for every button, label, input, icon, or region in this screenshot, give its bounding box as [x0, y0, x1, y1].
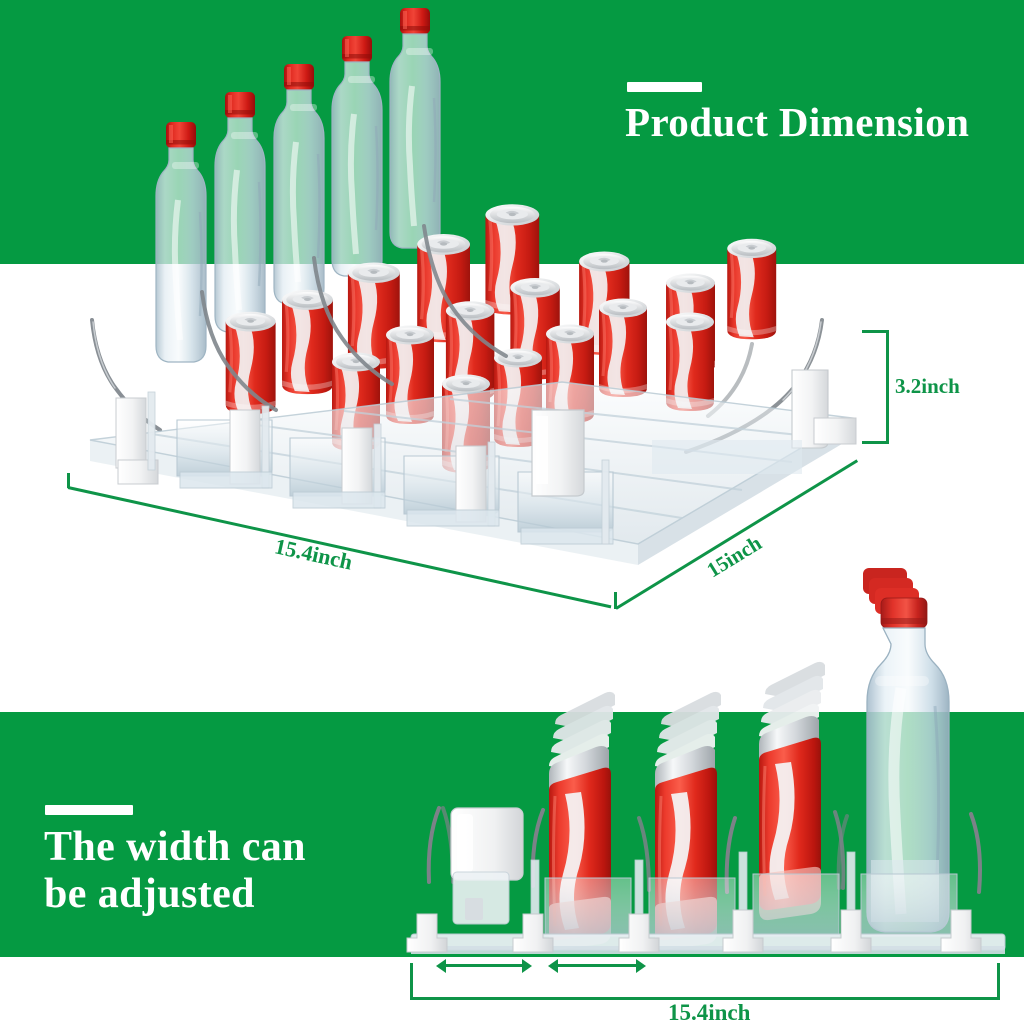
depth-corner-tick	[614, 592, 617, 609]
drink-organizer-front-view	[395, 560, 1015, 960]
subtitle-accent-bar	[45, 805, 133, 815]
bottom-width-tick-right	[997, 963, 1000, 1000]
arrow-head-right-icon	[522, 959, 532, 973]
arrow-head-right-icon	[636, 959, 646, 973]
can-group-right	[664, 237, 778, 413]
arrow-shaft	[555, 964, 639, 967]
width-tick-left	[67, 473, 70, 488]
bottom-width-dimension-line	[410, 997, 1000, 1000]
pusher-block	[450, 807, 524, 925]
section-subtitle: The width can be adjusted	[44, 824, 306, 918]
height-dimension-line	[886, 330, 889, 444]
wire-rails-highlight	[92, 321, 822, 401]
arrow-head-left-icon	[436, 959, 446, 973]
lane-gap-arrow-1	[436, 959, 532, 973]
bottom-width-dimension-label: 15.4inch	[668, 1000, 751, 1024]
page-title: Product Dimension	[625, 99, 970, 145]
height-dimension-label: 3.2inch	[895, 374, 960, 398]
height-tick-top	[862, 330, 888, 333]
lane-gap-arrow-2	[548, 959, 646, 973]
drink-organizer-3d-view	[52, 20, 882, 590]
base-rail-front	[406, 909, 1006, 954]
arrow-head-left-icon	[548, 959, 558, 973]
arrow-shaft	[443, 964, 525, 967]
divider-assembly	[115, 369, 857, 545]
height-tick-bottom	[862, 441, 888, 444]
bottom-width-tick-left	[410, 963, 413, 1000]
title-accent-bar	[627, 82, 702, 92]
